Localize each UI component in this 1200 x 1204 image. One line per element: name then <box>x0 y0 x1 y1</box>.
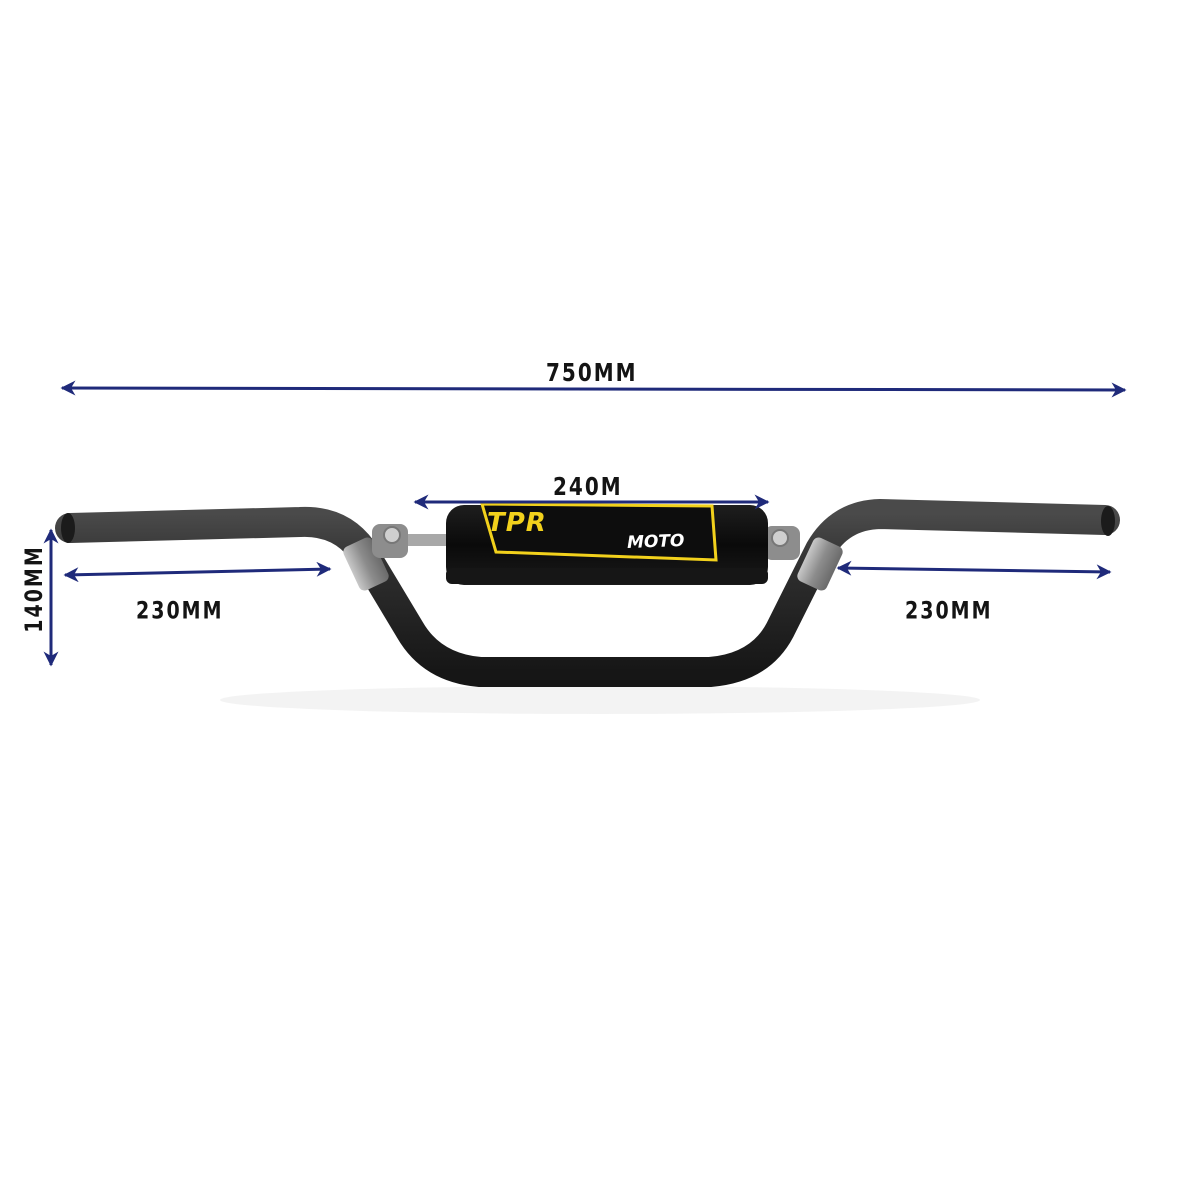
right-grip-label: 230MM <box>905 597 993 625</box>
pad-brand-text: TPR <box>487 508 547 538</box>
dimension-arrow-right-230 <box>836 560 1112 580</box>
left-clamp <box>343 524 408 591</box>
dimension-arrow-left-230 <box>63 561 332 583</box>
left-grip-label: 230MM <box>136 597 224 625</box>
right-clamp <box>764 526 843 591</box>
crossbar-pad-label: 240M <box>553 471 623 501</box>
overall-width-label: 750MM <box>546 357 638 387</box>
pad-sub-text: MOTO <box>626 531 685 553</box>
dimension-arrow-750 <box>60 380 1127 398</box>
crossbar-pad <box>446 502 768 585</box>
rise-label: 140MM <box>20 545 49 633</box>
